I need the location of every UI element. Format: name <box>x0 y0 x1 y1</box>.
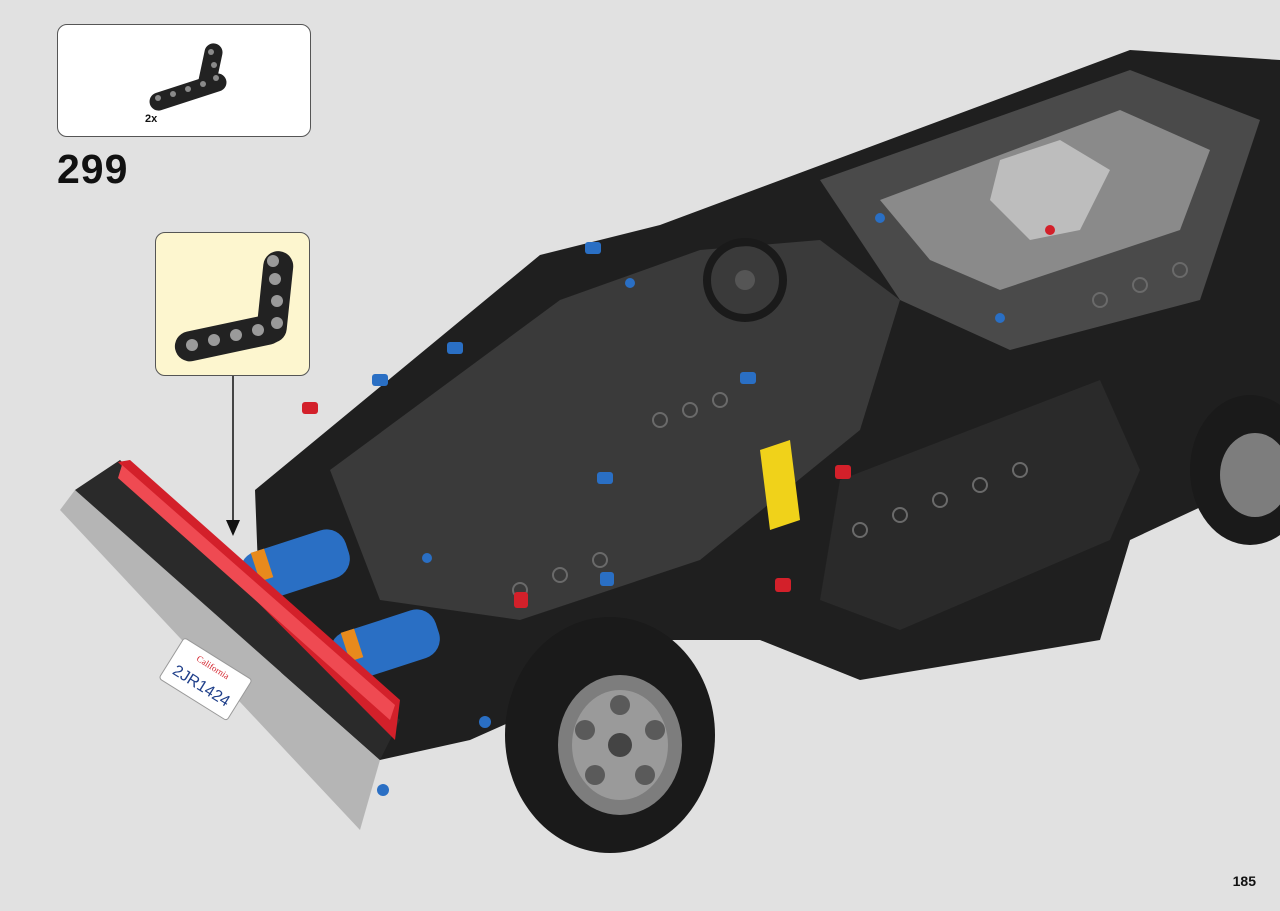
car-body <box>255 50 1280 760</box>
part-quantity: 2x <box>145 113 158 125</box>
l-shaped-beam-icon <box>149 43 227 111</box>
rear-wheel <box>1190 395 1280 545</box>
blue-pins <box>372 213 1005 796</box>
part-callout-box <box>155 232 310 376</box>
red-pins <box>302 225 1055 608</box>
step-number: 299 <box>57 146 129 192</box>
page-number: 185 <box>1232 873 1256 889</box>
front-wheel <box>505 617 715 853</box>
placement-arrow <box>226 376 240 536</box>
license-plate: California 2JR1424 <box>159 638 252 721</box>
l-shaped-beam-icon <box>174 251 294 362</box>
parts-list-box: 2x <box>57 24 311 137</box>
